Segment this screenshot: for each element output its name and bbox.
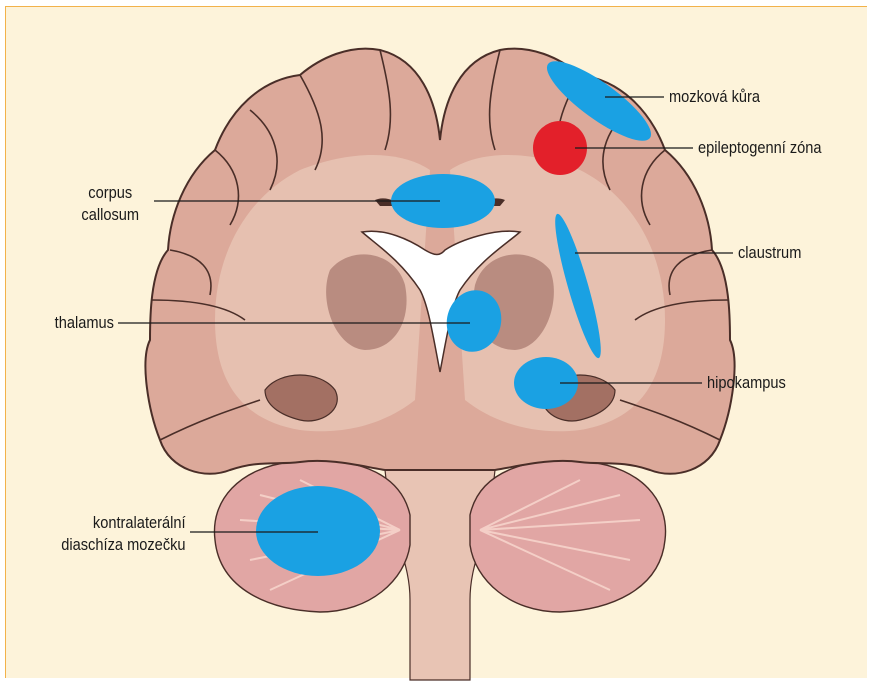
label-claustrum: claustrum (738, 242, 801, 264)
label-kontralateralni-diaschiza: kontralaterální diaschíza mozečku (62, 512, 186, 556)
highlight-kontralateralni-diaschiza (256, 486, 380, 576)
label-epileptogenni-zona: epileptogenní zóna (698, 137, 822, 159)
label-corpus-callosum: corpus callosum (81, 182, 139, 226)
label-thalamus: thalamus (55, 312, 114, 334)
label-hipokampus: hipokampus (707, 372, 786, 394)
label-mozkova-kura: mozková kůra (669, 86, 760, 108)
cerebellum-right (470, 460, 666, 612)
